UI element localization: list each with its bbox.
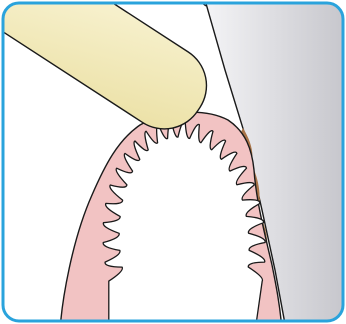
illustration-stage: [0, 0, 346, 324]
frame-content: [0, 0, 346, 324]
cross-section-illustration: [0, 0, 346, 324]
